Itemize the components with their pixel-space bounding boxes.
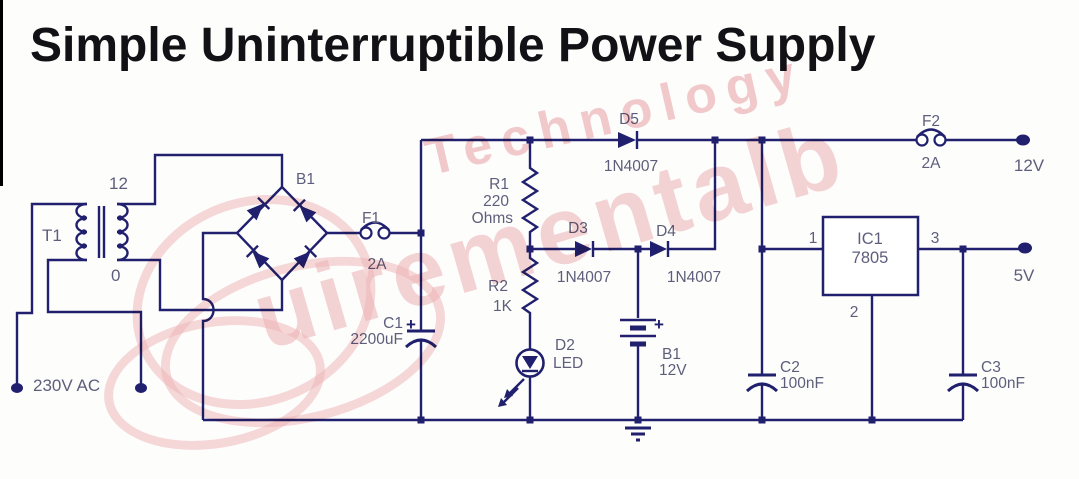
diode-d3 <box>530 241 650 257</box>
r2-value-label: 1K <box>493 298 513 315</box>
r1-unit-label: Ohms <box>472 210 514 227</box>
output-5v-label: 5V <box>1014 266 1035 285</box>
wire <box>117 258 284 312</box>
ac-terminal-right <box>135 383 147 393</box>
transformer-t1 <box>11 153 284 393</box>
cap-c1 <box>404 140 438 420</box>
d5-part-label: 1N4007 <box>604 158 658 175</box>
d4-part-label: 1N4007 <box>667 269 721 286</box>
wire <box>117 153 284 206</box>
wire <box>15 202 87 386</box>
battery-value-label: 12V <box>659 362 687 379</box>
c3-value-label: 100nF <box>981 375 1025 392</box>
t1-ref-label: T1 <box>42 226 62 245</box>
page-left-border <box>0 0 3 186</box>
ic1-pin1-label: 1 <box>809 230 818 247</box>
resistor-r2 <box>520 249 540 349</box>
ic1-ref-label: IC1 <box>857 230 883 248</box>
regulator-ic1 <box>745 140 1032 420</box>
d2-type-label: LED <box>553 355 583 372</box>
r1-ref-label: R1 <box>489 176 509 193</box>
resistor-r1 <box>520 140 540 249</box>
c1-value-label: 2200uF <box>350 331 403 348</box>
diode-d5 <box>618 131 639 149</box>
f2-rating-label: 2A <box>922 155 942 172</box>
d4-ref-label: D4 <box>656 223 676 240</box>
diode-d4 <box>650 140 717 257</box>
ic1-part-label: 7805 <box>852 249 889 267</box>
c2-ref-label: C2 <box>780 359 800 376</box>
f2-ref-label: F2 <box>922 113 940 130</box>
ic1-pin3-label: 3 <box>931 230 940 247</box>
secondary-coil <box>116 202 129 262</box>
led-d2 <box>498 348 545 420</box>
c1-plus-sign: + <box>406 315 416 334</box>
fuse-f1 <box>327 221 421 240</box>
bridge-ref-label: B1 <box>296 171 315 188</box>
bridge-diamond <box>235 185 329 282</box>
ground-symbol <box>625 426 651 442</box>
c3-ref-label: C3 <box>981 359 1001 376</box>
fuse-f2 <box>915 128 947 147</box>
d3-ref-label: D3 <box>568 220 588 237</box>
f1-ref-label: F1 <box>362 210 380 227</box>
page-title: Simple Uninterruptible Power Supply <box>30 19 876 72</box>
battery-plus-sign: + <box>654 315 664 334</box>
t1-tap12-label: 12 <box>109 174 128 193</box>
ac-input-label: 230V AC <box>33 376 100 395</box>
wire <box>201 231 237 420</box>
primary-coil <box>75 202 88 262</box>
battery-b1 <box>620 249 656 442</box>
junction-dots <box>417 136 967 424</box>
r1-value-label: 220 <box>483 193 509 210</box>
top-rail <box>421 128 1030 149</box>
t1-tap0-label: 0 <box>111 266 120 285</box>
battery-ref-label: B1 <box>662 346 681 363</box>
output-terminal-5v <box>1018 242 1032 254</box>
wire <box>46 258 143 386</box>
f1-rating-label: 2A <box>368 256 388 273</box>
cap-c2 <box>745 373 779 393</box>
c2-value-label: 100nF <box>780 375 824 392</box>
d5-ref-label: D5 <box>619 111 639 128</box>
d3-part-label: 1N4007 <box>557 269 611 286</box>
output-terminal-12v <box>1016 134 1030 146</box>
ac-terminal-left <box>11 383 23 393</box>
output-12v-label: 12V <box>1014 156 1045 175</box>
bridge-rectifier-b1 <box>201 185 329 420</box>
ic1-pin2-label: 2 <box>850 304 859 321</box>
cap-c3 <box>946 373 980 393</box>
core <box>97 206 106 258</box>
d2-ref-label: D2 <box>555 337 575 354</box>
c1-ref-label: C1 <box>383 315 403 332</box>
r2-ref-label: R2 <box>488 278 508 295</box>
